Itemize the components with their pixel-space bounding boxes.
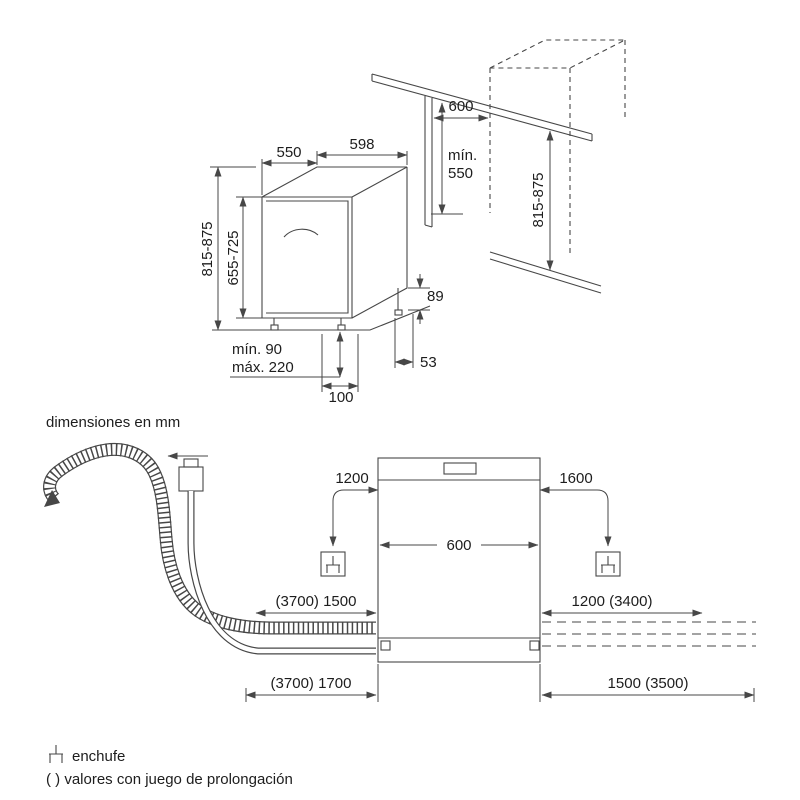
socket-left bbox=[320, 551, 346, 577]
dim-plinth-height: mín. 90 máx. 220 bbox=[230, 331, 344, 378]
dim-1600-cable: 1600 bbox=[539, 470, 612, 547]
legend-socket-label: enchufe bbox=[72, 748, 125, 765]
dim-100: 100 bbox=[321, 334, 359, 406]
dim-1600-label: 1600 bbox=[559, 470, 592, 487]
legend: enchufe ( ) valores con juego de prolong… bbox=[46, 745, 293, 788]
dim-hose-left-bottom: (3700) 1700 bbox=[245, 664, 379, 702]
plug-icon bbox=[49, 745, 63, 763]
control-display bbox=[443, 462, 477, 475]
dim-door-height: 655-725 bbox=[225, 196, 262, 319]
dim-plinth-max-label: máx. 220 bbox=[232, 359, 294, 376]
dim-height-right: 815-875 bbox=[530, 130, 554, 271]
foot-right bbox=[529, 640, 540, 651]
dishwasher-front-view bbox=[377, 457, 541, 663]
hose-extensions-dashed bbox=[542, 621, 756, 647]
socket-icon bbox=[326, 556, 340, 573]
legend-brackets-note: ( ) valores con juego de prolongación bbox=[46, 771, 293, 788]
foot-left bbox=[380, 640, 391, 651]
dim-100-label: 100 bbox=[328, 389, 353, 406]
dim-min550-label-1: mín. bbox=[448, 147, 477, 164]
dim-hose-right-bottom-label: 1500 (3500) bbox=[608, 675, 689, 692]
worktop-lines bbox=[371, 73, 593, 142]
dim-door-height-label: 655-725 bbox=[225, 230, 242, 285]
dim-height-right-label: 815-875 bbox=[530, 172, 547, 227]
dim-600-width: 600 bbox=[379, 537, 539, 554]
units-caption: dimensiones en mm bbox=[46, 414, 180, 431]
dim-598-label: 598 bbox=[349, 136, 374, 153]
dim-1200-label: 1200 bbox=[335, 470, 368, 487]
dim-hose-right-top: 1200 (3400) bbox=[541, 593, 703, 617]
aquastop-valve bbox=[178, 458, 204, 492]
supply-hose bbox=[167, 452, 376, 655]
top-elevation-drawing: 550 598 600 mín. 550 815-875 bbox=[199, 39, 626, 406]
dim-550: 550 bbox=[261, 144, 318, 195]
dim-53-label: 53 bbox=[420, 354, 437, 371]
dim-hose-right-top-label: 1200 (3400) bbox=[572, 593, 653, 610]
socket-icon bbox=[601, 556, 615, 573]
drain-hose bbox=[43, 442, 376, 635]
dim-600-width-label: 600 bbox=[446, 537, 471, 554]
door-handle bbox=[283, 228, 319, 238]
dim-hose-right-bottom: 1500 (3500) bbox=[539, 664, 755, 702]
dim-hose-left-top-label: (3700) 1500 bbox=[276, 593, 357, 610]
dim-min550-label-2: 550 bbox=[448, 165, 473, 182]
dim-89: 89 bbox=[408, 274, 444, 324]
dim-height-left: 815-875 bbox=[199, 166, 256, 331]
dim-53: 53 bbox=[394, 314, 437, 371]
socket-right bbox=[595, 551, 621, 577]
dim-1200-cable: 1200 bbox=[329, 470, 379, 547]
dim-89-label: 89 bbox=[427, 288, 444, 305]
dim-598: 598 bbox=[316, 136, 408, 165]
dim-plinth-min-label: mín. 90 bbox=[232, 341, 282, 358]
dim-hose-left-bottom-label: (3700) 1700 bbox=[271, 675, 352, 692]
floor-left-line bbox=[212, 305, 431, 331]
dim-height-left-label: 815-875 bbox=[199, 221, 216, 276]
floor-right-lines bbox=[489, 251, 602, 294]
dim-min-550: mín. 550 bbox=[431, 102, 477, 215]
dim-550-label: 550 bbox=[276, 144, 301, 161]
niche-dashed-outline bbox=[489, 39, 626, 253]
dim-600-niche-label: 600 bbox=[448, 98, 473, 115]
dishwasher-isometric bbox=[261, 166, 408, 331]
drain-hose-outlet-arrow bbox=[44, 490, 60, 507]
dim-hose-left-top: (3700) 1500 bbox=[255, 593, 377, 617]
niche-side-panel bbox=[424, 96, 433, 228]
connection-drawing: 600 1200 1600 (3700) 1500 1200 (3400 bbox=[43, 442, 756, 702]
